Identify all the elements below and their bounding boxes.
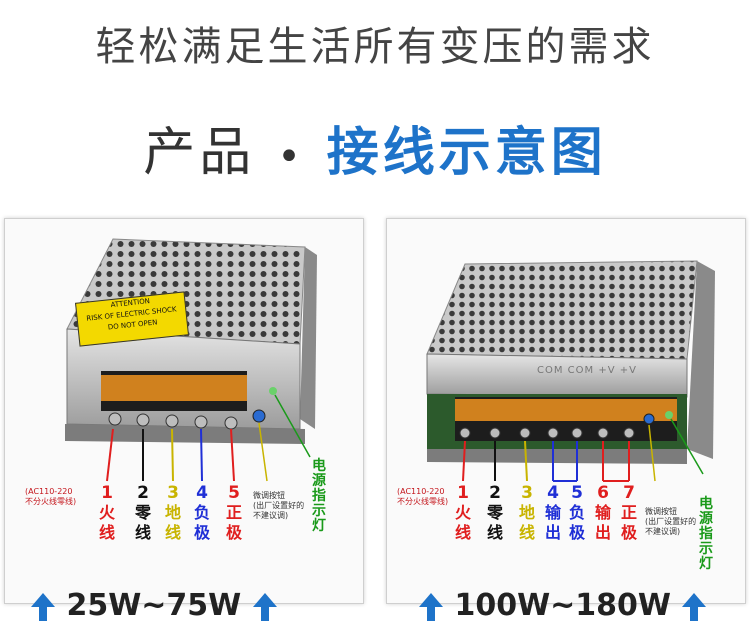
ac-note-small: (AC110-220 不分火线零线)	[25, 487, 76, 507]
terminal-label-char: 线	[134, 523, 151, 542]
terminal-number: 6	[597, 483, 609, 503]
terminal-label-char: 正	[620, 503, 637, 522]
button-note-line3: 不建议调)	[645, 527, 681, 536]
terminal-label-char: 负	[193, 503, 210, 522]
terminal-label-char: 火	[98, 503, 115, 522]
tagline: 轻松满足生活所有变压的需求	[95, 24, 655, 70]
button-note-line1: 微调按钮	[645, 507, 677, 516]
terminal-number: 1	[101, 483, 113, 503]
footer-large: 100W~180W	[418, 588, 707, 623]
up-arrow-icon	[419, 592, 443, 621]
terminal-number: 4	[547, 483, 559, 503]
terminal-label-char: 零	[134, 503, 151, 522]
title-dot: •	[277, 134, 305, 180]
terminal-label-char: 线	[164, 523, 181, 542]
ac-note-line1: (AC110-220	[25, 487, 73, 496]
terminal-label-char: 输	[594, 503, 611, 522]
terminal-label-char: 出	[594, 523, 611, 542]
terminal-number: 2	[489, 483, 501, 503]
terminal-label-char: 极	[620, 523, 637, 542]
button-note-small: 微调按钮 (出厂设置好的 不建议调)	[253, 491, 304, 521]
terminal-label-char: 极	[193, 523, 210, 542]
terminal-label-char: 极	[568, 523, 585, 542]
ac-note-line2: 不分火线零线)	[397, 497, 449, 506]
terminal-label-char: 线	[486, 523, 503, 542]
wires-small	[106, 394, 311, 482]
ac-note-large: (AC110-220 不分火线零线)	[397, 487, 448, 507]
terminal-number: 5	[228, 483, 240, 503]
terminal-label-char: 线	[98, 523, 115, 542]
title-highlight: 接线示意图	[326, 123, 607, 183]
terminal-label-char: 正	[225, 503, 242, 522]
button-note-line1: 微调按钮	[253, 491, 285, 500]
terminal-number: 4	[196, 483, 208, 503]
up-arrow-icon	[682, 592, 707, 621]
footer-small: 25W~75W	[30, 588, 278, 623]
ac-note-line2: 不分火线零线)	[25, 497, 77, 506]
terminal-label-char: 地	[518, 503, 535, 522]
up-arrow-icon	[252, 592, 277, 621]
terminal-label-char: 线	[518, 523, 535, 542]
panel-print-text: COM COM +V +V	[537, 365, 637, 376]
terminal-number: 3	[521, 483, 533, 503]
terminal-number: 2	[137, 483, 149, 503]
led-label-small: 电源指示灯	[312, 458, 326, 534]
terminal-label-char: 线	[454, 523, 471, 542]
terminal-label-char: 输	[544, 503, 561, 522]
led-label-large: 电源指示灯	[699, 496, 713, 572]
up-arrow-icon	[31, 592, 55, 621]
footer-large-label: 100W~180W	[454, 588, 672, 623]
title-prefix: 产品	[143, 123, 256, 183]
terminal-label-char: 地	[164, 503, 181, 522]
wires-large	[462, 418, 704, 482]
terminal-label-char: 零	[486, 503, 503, 522]
section-title: 产品 • 接线示意图	[0, 110, 750, 185]
button-note-line3: 不建议调)	[253, 511, 289, 520]
terminal-number: 1	[457, 483, 469, 503]
product-panel-small: ATTENTION RISK OF ELECTRIC SHOCK DO NOT …	[4, 218, 364, 604]
terminal-number: 3	[167, 483, 179, 503]
button-note-line2: (出厂设置好的	[253, 501, 305, 510]
terminal-label-char: 极	[225, 523, 242, 542]
terminal-number: 7	[623, 483, 635, 503]
ac-note-line1: (AC110-220	[397, 487, 445, 496]
footer-small-label: 25W~75W	[66, 588, 242, 623]
terminal-label-char: 出	[544, 523, 561, 542]
psu-illustration-large	[426, 260, 715, 464]
terminal-label-char: 负	[568, 503, 585, 522]
button-note-line2: (出厂设置好的	[645, 517, 697, 526]
button-note-large: 微调按钮 (出厂设置好的 不建议调)	[645, 507, 696, 537]
terminal-number: 5	[571, 483, 583, 503]
terminal-label-char: 火	[454, 503, 471, 522]
